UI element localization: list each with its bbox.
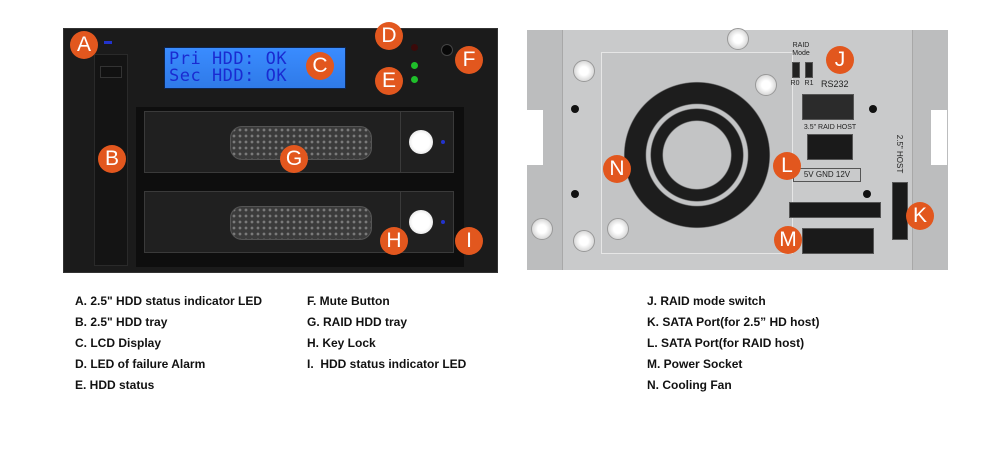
sata-port-raid-host xyxy=(807,134,853,160)
power-voltage-label: 5V GND 12V xyxy=(793,168,861,182)
raid-mode-switch-r0 xyxy=(792,62,800,78)
r0-label: R0 xyxy=(790,80,800,87)
legend-item-i: I. HDD status indicator LED xyxy=(307,357,467,371)
legend-item-j: J. RAID mode switch xyxy=(647,294,766,308)
marker-a: A xyxy=(70,31,98,59)
r1-label: R1 xyxy=(804,80,814,87)
rail-notch xyxy=(527,110,543,165)
key-lock-icon xyxy=(409,210,433,234)
screw-icon xyxy=(573,60,595,82)
failure-alarm-led xyxy=(411,44,418,51)
legend-item-a: A. 2.5" HDD status indicator LED xyxy=(75,294,263,308)
marker-c: C xyxy=(306,52,334,80)
5v-label: 5V xyxy=(803,170,814,179)
pri-hdd-status-led xyxy=(411,62,418,69)
raid-mode-label: RAID Mode xyxy=(792,42,810,57)
marker-k: K xyxy=(906,202,934,230)
power-socket xyxy=(802,228,874,254)
marker-j: J xyxy=(826,46,854,74)
legend-item-l: L. SATA Port(for RAID host) xyxy=(647,336,805,350)
legend-item-c: C. LCD Display xyxy=(75,336,162,350)
hdd-status-led xyxy=(441,140,445,144)
mute-button xyxy=(441,44,453,56)
rs232-label: RS232 xyxy=(821,79,849,89)
lcd-line-1: Pri HDD: OK xyxy=(169,49,288,69)
raid-host-label: 3.5" RAID HOST xyxy=(803,124,857,131)
raid-mode-switch-r1 xyxy=(805,62,813,78)
12v-label: 12V xyxy=(835,170,851,179)
front-panel-photo: Pri HDD: OK Sec HDD: OK xyxy=(63,28,498,273)
hdd25-tray-latch xyxy=(100,66,122,78)
sata-power-port xyxy=(789,202,881,218)
legend-column-3: J. RAID mode switch K. SATA Port(for 2.5… xyxy=(647,291,819,396)
marker-f: F xyxy=(455,46,483,74)
legend-item-b: B. 2.5" HDD tray xyxy=(75,315,168,329)
lcd-line-2: Sec HDD: OK xyxy=(169,66,288,86)
marker-g: G xyxy=(280,145,308,173)
hdd-status-led xyxy=(441,220,445,224)
screw-icon xyxy=(531,218,553,240)
marker-d: D xyxy=(375,22,403,50)
marker-n: N xyxy=(603,155,631,183)
screw-icon xyxy=(727,28,749,50)
screw-icon xyxy=(573,230,595,252)
rs232-port xyxy=(802,94,854,120)
legend-item-e: E. HDD status xyxy=(75,378,155,392)
marker-i: I xyxy=(455,227,483,255)
legend-item-n: N. Cooling Fan xyxy=(647,378,732,392)
mount-hole xyxy=(571,190,579,198)
legend-item-h: H. Key Lock xyxy=(307,336,376,350)
cooling-fan xyxy=(612,70,782,240)
tray-grille xyxy=(230,206,372,240)
rear-panel-photo: RAID Mode R0 R1 RS232 3.5" RAID HOST 5V … xyxy=(527,28,948,275)
legend-item-f: F. Mute Button xyxy=(307,294,390,308)
mount-hole xyxy=(869,105,877,113)
marker-m: M xyxy=(774,226,802,254)
legend-item-g: G. RAID HDD tray xyxy=(307,315,408,329)
legend-item-d: D. LED of failure Alarm xyxy=(75,357,206,371)
hdd25-status-led xyxy=(104,41,112,44)
mount-hole xyxy=(571,105,579,113)
host25-label: 2.5" HOST xyxy=(895,134,904,174)
legend-column-2: F. Mute Button G. RAID HDD tray H. Key L… xyxy=(307,291,466,375)
marker-l: L xyxy=(773,152,801,180)
marker-b: B xyxy=(98,145,126,173)
gnd-label: GND xyxy=(815,170,834,179)
sec-hdd-status-led xyxy=(411,76,418,83)
screw-icon xyxy=(755,74,777,96)
mount-hole xyxy=(863,190,871,198)
marker-e: E xyxy=(375,67,403,95)
legend-item-k: K. SATA Port(for 2.5” HD host) xyxy=(647,315,820,329)
screw-icon xyxy=(607,218,629,240)
legend-column-1: A. 2.5" HDD status indicator LED B. 2.5"… xyxy=(75,291,262,396)
rail-notch xyxy=(931,110,947,165)
marker-h: H xyxy=(380,227,408,255)
key-lock-icon xyxy=(409,130,433,154)
legend-item-m: M. Power Socket xyxy=(647,357,743,371)
